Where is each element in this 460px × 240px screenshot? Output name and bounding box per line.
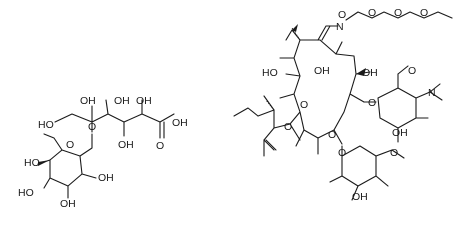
label-oh-c3: OH bbox=[114, 95, 130, 107]
structure-canvas: OH HO OH OH OH O OH O O HO OH HO OH bbox=[18, 7, 453, 210]
label-acid-oh: OH bbox=[172, 117, 188, 129]
label-ho-c4prime: HO bbox=[18, 187, 34, 199]
label-ho-c12: HO bbox=[262, 67, 278, 79]
label-carbonyl-o: O bbox=[156, 140, 164, 152]
roxithromycin-structure bbox=[233, 11, 453, 201]
label-ether-o1: O bbox=[368, 7, 376, 19]
label-ho-c6prime: HO bbox=[24, 157, 40, 169]
label-o-cladinose-link: O bbox=[328, 129, 336, 141]
label-oh-anomeric: OH bbox=[98, 172, 114, 184]
label-carbonyl-o-lactone: O bbox=[284, 121, 292, 133]
label-dimethylamino-n: N bbox=[428, 87, 436, 99]
label-oh-cladinose: OH bbox=[352, 191, 368, 203]
label-oh-c11: OH bbox=[314, 65, 330, 77]
label-oh-c5: OH bbox=[80, 95, 96, 107]
label-oh-desosamine: OH bbox=[392, 127, 408, 139]
lactobionic-acid-structure bbox=[37, 99, 175, 199]
label-o-desosamine-link: O bbox=[368, 97, 376, 109]
label-methoxy-o: O bbox=[390, 147, 398, 159]
label-ring-o-lactone: O bbox=[300, 99, 308, 111]
label-oh-c1: OH bbox=[136, 95, 152, 107]
label-cladinose-ring-o: O bbox=[338, 147, 346, 159]
label-ether-o2: O bbox=[394, 7, 402, 19]
label-oxime-o: O bbox=[338, 9, 346, 21]
label-oh-c2: OH bbox=[118, 139, 134, 151]
label-oh-c3prime: OH bbox=[60, 198, 76, 210]
label-desosamine-ring-o: O bbox=[408, 65, 416, 77]
label-oh-c6: HO bbox=[38, 119, 54, 131]
label-ether-o3: O bbox=[420, 7, 428, 19]
label-oxime-n: N bbox=[336, 21, 344, 33]
label-glycosidic-o: O bbox=[88, 121, 96, 133]
label-ring-o: O bbox=[66, 139, 74, 151]
chemical-structure-scene: OH HO OH OH OH O OH O O HO OH HO OH bbox=[18, 7, 453, 210]
label-oh-c6: OH bbox=[362, 67, 378, 79]
